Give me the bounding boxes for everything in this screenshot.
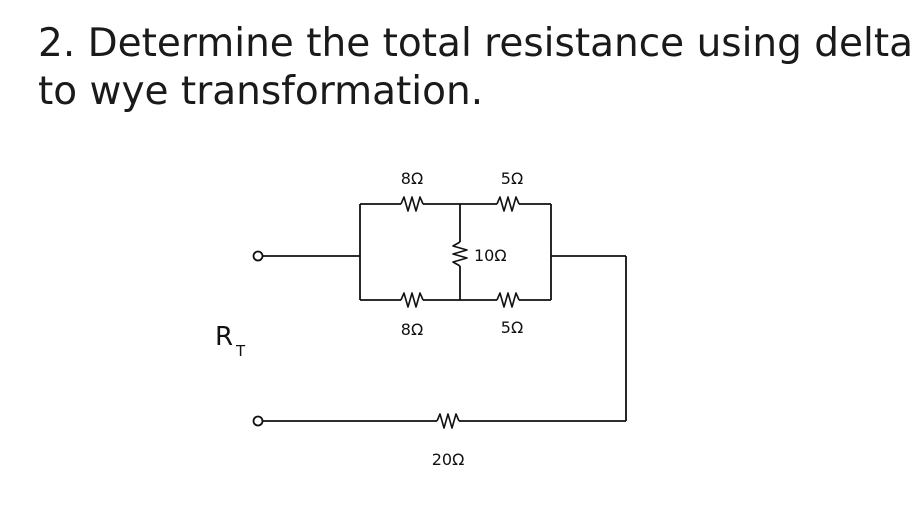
resistor-top-left [400,196,424,212]
resistor-middle [452,241,468,267]
label-middle: 10Ω [474,246,507,265]
resistor-bottom-right [496,292,520,308]
label-bottom-right: 5Ω [501,318,523,337]
terminal-top [252,250,264,262]
total-resistance-label: R [215,322,233,352]
label-bottom-left: 8Ω [401,320,423,339]
question-text: 2. Determine the total resistance using … [38,20,910,116]
resistor-bottom-left [400,292,424,308]
label-top-right: 5Ω [501,169,523,188]
question-line-2: to wye transformation. [38,69,484,114]
circuit-wires [262,203,627,422]
question-line-1: 2. Determine the total resistance using … [38,21,910,66]
resistor-top-right [496,196,520,212]
terminal-bottom [252,415,264,427]
total-resistance-subscript: T [235,342,246,360]
resistor-series-bottom [436,413,460,429]
label-series-bottom: 20Ω [432,450,465,469]
label-top-left: 8Ω [401,169,423,188]
